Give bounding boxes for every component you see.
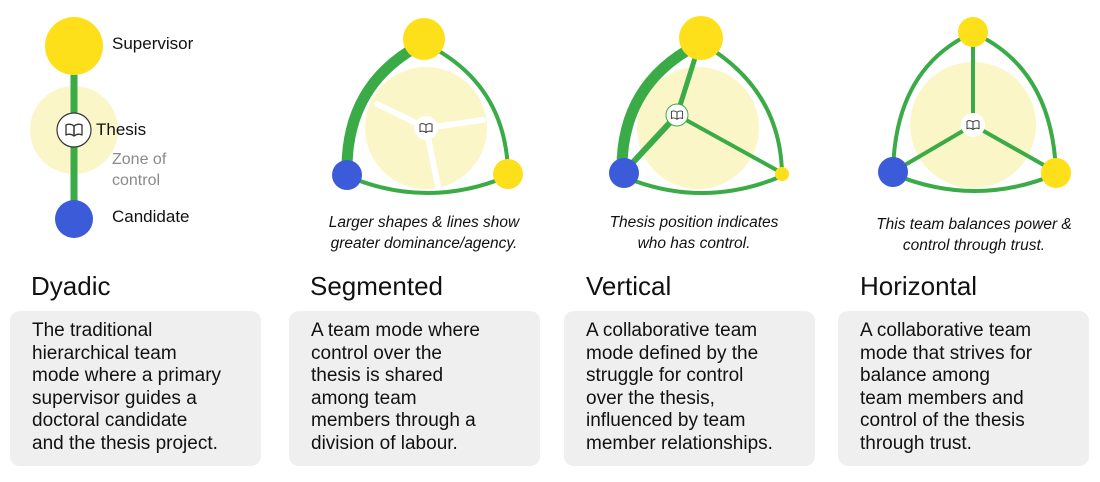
- card-line: The traditional: [32, 320, 153, 341]
- legend-thesis-label: Thesis: [96, 120, 147, 139]
- segmented-supervisor-node: [403, 18, 445, 60]
- card-line: team members and: [860, 387, 1024, 409]
- legend-thesis-node: [56, 112, 92, 148]
- vertical-outer-right: [703, 43, 784, 174]
- vertical-candidate-node: [609, 158, 639, 188]
- card-line: members through a: [311, 410, 476, 432]
- vertical-thesis-node: [665, 103, 689, 127]
- card-segmented-text: A team mode where control over the thesi…: [311, 320, 480, 456]
- vertical-supervisor-node: [679, 16, 723, 60]
- legend-zone-label: Zone of control: [112, 151, 167, 189]
- card-line: supervisor guides a: [32, 387, 197, 409]
- card-line: influenced by team: [586, 410, 746, 432]
- segmented-candidate-node: [332, 160, 362, 190]
- card-line: thesis is shared: [311, 365, 444, 387]
- caption-vertical: Thesis position indicates who has contro…: [609, 214, 779, 252]
- horizontal-candidate-node: [878, 157, 908, 187]
- caption-horizontal: This team balances power & control throu…: [876, 216, 1072, 254]
- card-line: member relationships.: [586, 432, 773, 454]
- horizontal-outer-left: [891, 32, 971, 173]
- card-vertical-text: A collaborative team mode defined by the…: [586, 320, 773, 456]
- horizontal-spokes: [891, 32, 1057, 174]
- caption-segmented: Larger shapes & lines show greater domin…: [328, 214, 520, 252]
- mode-title-dyadic: Dyadic: [31, 271, 111, 301]
- vertical-outer-bottom: [621, 174, 783, 195]
- card-line: A collaborative team: [860, 320, 1032, 341]
- card-segmented: A team mode where control over the thesi…: [289, 311, 540, 466]
- card-line: mode defined by the: [586, 342, 759, 364]
- card-horizontal: A collaborative team mode that strives f…: [838, 311, 1089, 466]
- mode-title-vertical: Vertical: [586, 271, 672, 301]
- card-line: balance among: [860, 365, 990, 387]
- card-line: control over the: [311, 342, 442, 364]
- legend-supervisor-node: [45, 17, 103, 75]
- segmented-member-node: [493, 159, 523, 189]
- card-line: A team mode where: [311, 320, 480, 341]
- segmented-link-supervisor-thesis-candidate: [341, 39, 426, 180]
- diagram-horizontal: [878, 17, 1071, 193]
- card-line: and the thesis project.: [32, 432, 218, 454]
- card-line: struggle for control: [586, 365, 744, 387]
- card-line: division of labour.: [311, 432, 458, 454]
- legend-candidate-node: [55, 200, 93, 238]
- card-vertical: A collaborative team mode defined by the…: [564, 311, 815, 466]
- diagram-vertical: [609, 16, 789, 195]
- segmented-link-supervisor-member: [427, 43, 510, 174]
- mode-title-segmented: Segmented: [310, 271, 443, 301]
- horizontal-outer-right: [975, 32, 1058, 173]
- card-line: over the thesis,: [586, 387, 715, 409]
- legend-dyadic: [30, 17, 118, 238]
- card-dyadic: The traditional hierarchical team mode w…: [10, 311, 261, 466]
- card-horizontal-text: A collaborative team mode that strives f…: [860, 320, 1032, 456]
- horizontal-supervisor-node: [958, 17, 988, 47]
- vertical-member-node: [775, 167, 789, 181]
- segmented-thesis-node: [414, 116, 438, 140]
- card-line: A collaborative team: [586, 320, 758, 341]
- card-line: through trust.: [860, 432, 972, 454]
- mode-title-horizontal: Horizontal: [860, 271, 978, 301]
- legend-candidate-label: Candidate: [112, 207, 190, 226]
- card-line: mode that strives for: [860, 342, 1033, 364]
- horizontal-thesis-node: [961, 113, 985, 137]
- card-line: mode where a primary: [32, 365, 222, 387]
- segmented-link-candidate-member: [346, 174, 509, 195]
- horizontal-outer-bottom: [892, 172, 1057, 193]
- vertical-outer-left: [616, 39, 703, 179]
- card-line: doctoral candidate: [32, 410, 188, 432]
- card-line: hierarchical team: [32, 342, 177, 364]
- horizontal-member-node: [1041, 158, 1071, 188]
- card-dyadic-text: The traditional hierarchical team mode w…: [32, 320, 221, 456]
- card-line: control of the thesis: [860, 410, 1025, 432]
- card-line: among team: [311, 387, 417, 409]
- diagram-segmented: [332, 18, 523, 195]
- legend-supervisor-label: Supervisor: [112, 34, 194, 53]
